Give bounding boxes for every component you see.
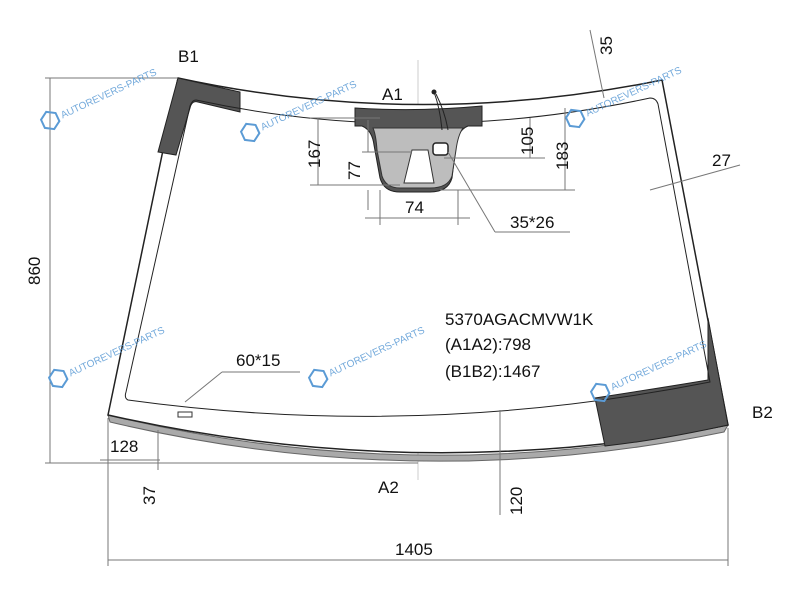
watermark-text: AUTOREVERS-PARTS <box>59 67 159 121</box>
point-a1-label: A1 <box>382 85 403 104</box>
dim-vin-window: 60*15 <box>236 351 280 370</box>
frit-corner-b2 <box>594 317 729 447</box>
watermark-logo-icon <box>239 122 261 143</box>
dim-left-offset: 128 <box>110 437 138 456</box>
point-b1-label: B1 <box>178 47 199 66</box>
dim-167: 167 <box>305 140 324 168</box>
vin-window <box>177 411 193 418</box>
watermark-logo-icon <box>589 382 611 403</box>
sensor-wire <box>433 91 449 131</box>
b1b2-length: (B1B2):1467 <box>445 362 540 381</box>
dim-77: 77 <box>345 161 364 180</box>
watermark-logo-icon <box>564 108 586 129</box>
rain-sensor-window <box>432 142 449 156</box>
bottom-edge-strip <box>107 414 729 462</box>
dim-sensor-window: 35*26 <box>510 213 554 232</box>
watermark-logo-icon <box>307 368 329 389</box>
dim-bottom-band: 120 <box>507 487 526 515</box>
point-a2-label: A2 <box>378 478 399 497</box>
frit-corner-b1 <box>157 77 241 156</box>
dim-105: 105 <box>518 127 537 155</box>
dim-183: 183 <box>553 142 572 170</box>
dim-sensor-width: 74 <box>405 198 424 217</box>
watermark-logo-icon <box>47 368 69 389</box>
camera-window <box>403 149 435 184</box>
dim-total-width: 1405 <box>395 540 433 559</box>
watermark-logo-icon <box>39 110 61 131</box>
dim-side-band: 27 <box>712 151 731 170</box>
point-b2-label: B2 <box>752 403 773 422</box>
dim-top-band: 35 <box>597 36 616 55</box>
dim-total-height: 860 <box>25 257 44 285</box>
wire-connector <box>431 89 437 95</box>
part-code: 5370AGACMVW1K <box>445 310 594 329</box>
dim-bottom-37: 37 <box>140 486 159 505</box>
dimension-lines <box>45 29 741 566</box>
a1a2-length: (A1A2):798 <box>445 335 531 354</box>
